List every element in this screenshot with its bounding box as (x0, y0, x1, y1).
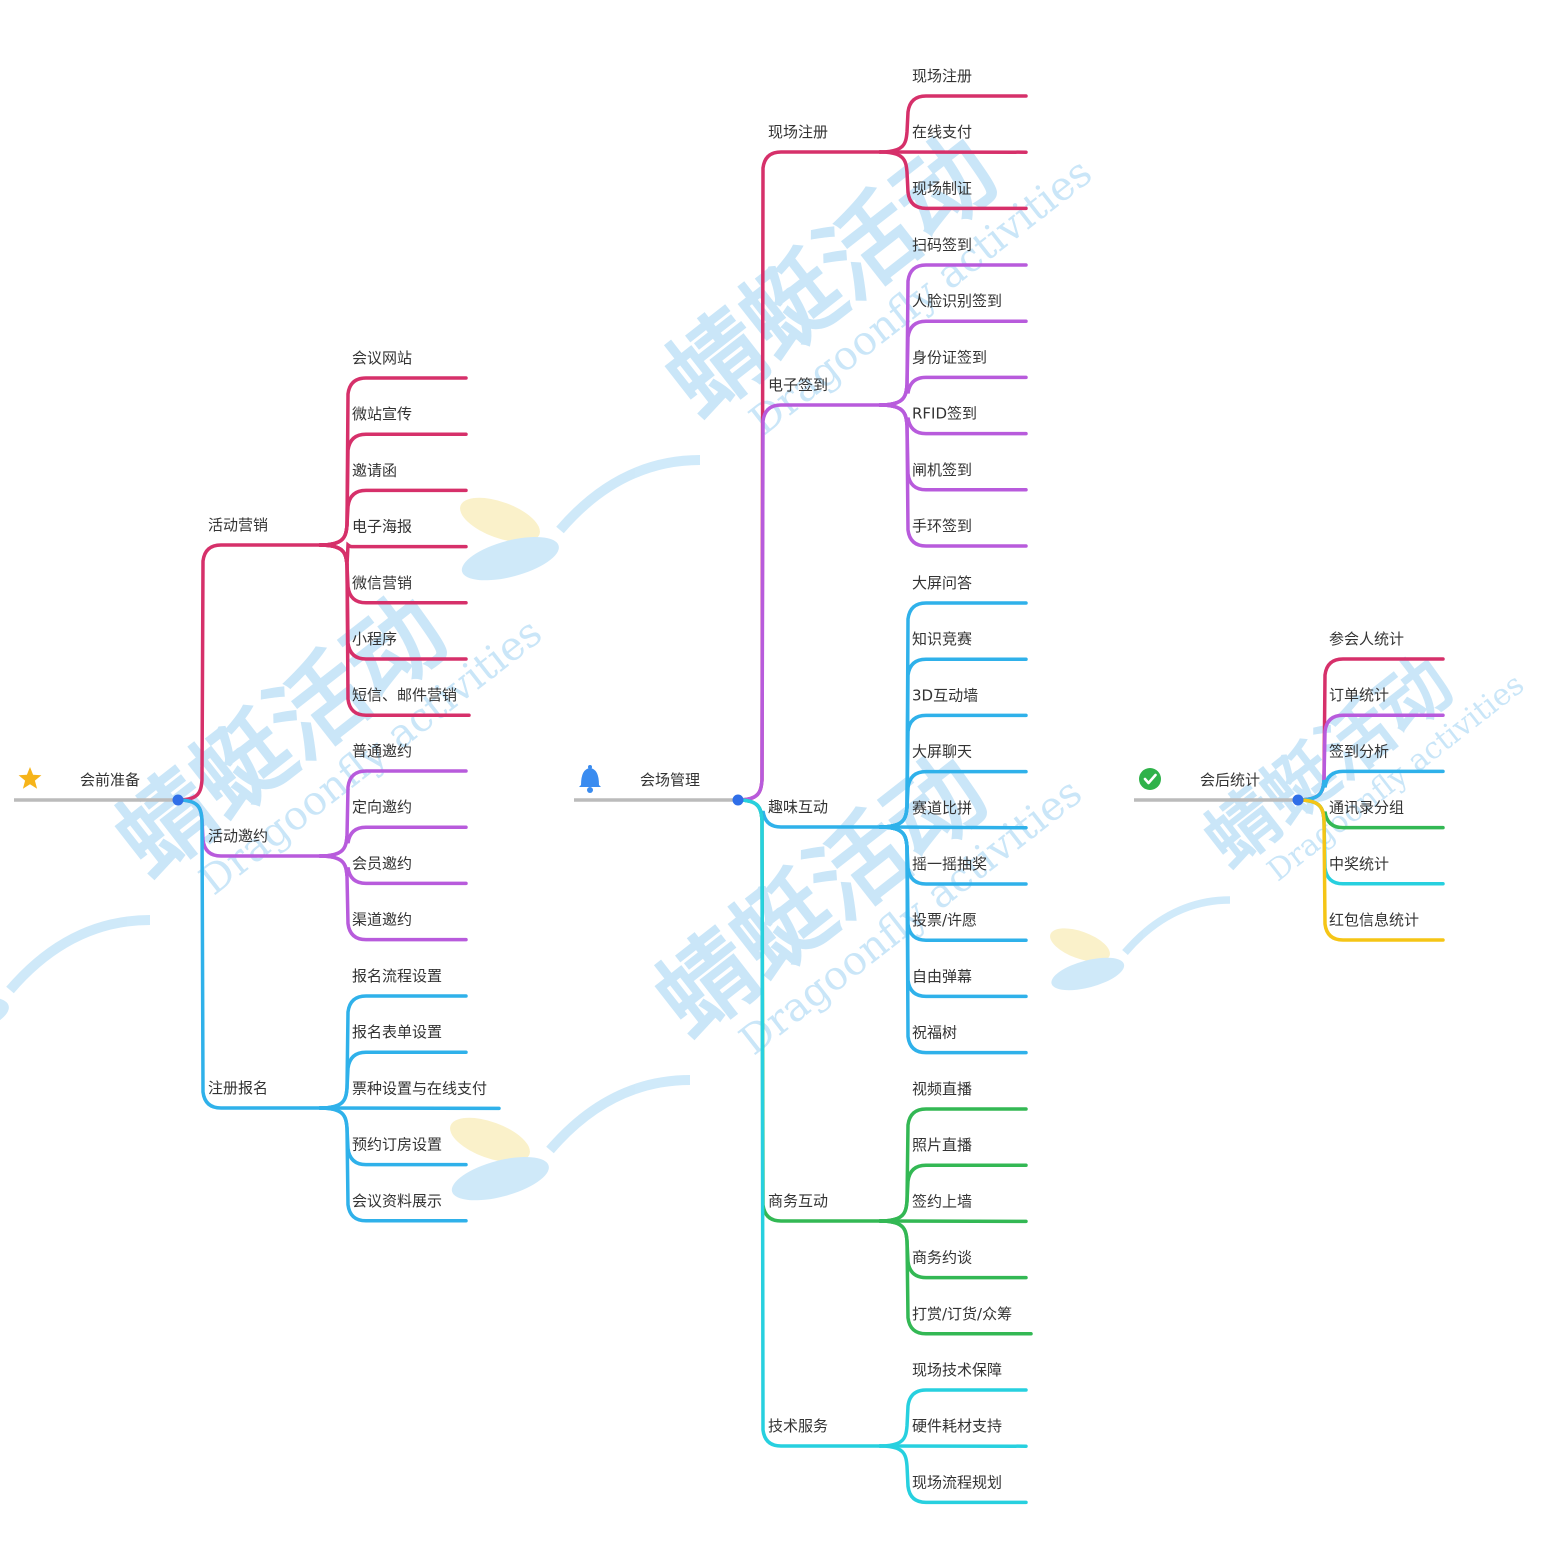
leaf-label[interactable]: 照片直播 (912, 1136, 972, 1154)
leaf-connector (878, 1388, 1028, 1448)
branch-connector (736, 798, 882, 1448)
leaf-label[interactable]: 参会人统计 (1329, 630, 1404, 648)
leaf-label[interactable]: 打赏/订货/众筹 (912, 1305, 1012, 1323)
leaf-connector (878, 825, 1028, 830)
leaf-label[interactable]: 3D互动墙 (912, 686, 978, 704)
leaf-connector (318, 1050, 468, 1110)
leaf-label[interactable]: 大屏聊天 (912, 743, 972, 761)
branch-connector (176, 798, 322, 1110)
leaf-label[interactable]: 摇一摇抽奖 (912, 855, 987, 873)
leaf-label[interactable]: 签到分析 (1329, 742, 1389, 760)
leaf-label[interactable]: 现场流程规划 (912, 1473, 1002, 1491)
branch-connector (736, 403, 882, 802)
root-node[interactable] (172, 794, 184, 806)
leaf-label[interactable]: 签约上墙 (912, 1192, 972, 1210)
leaf-label[interactable]: 邀请函 (352, 461, 397, 479)
leaf-label[interactable]: 手环签到 (912, 517, 972, 535)
root-title[interactable]: 会场管理 (640, 771, 700, 789)
leaf-label[interactable]: 现场技术保障 (912, 1361, 1002, 1379)
leaf-label[interactable]: 投票/许愿 (912, 911, 977, 929)
leaf-connector (318, 1106, 468, 1223)
connector-layer (14, 94, 1445, 1505)
leaf-label[interactable]: 现场注册 (912, 67, 972, 85)
branch-label[interactable]: 活动邀约 (208, 827, 268, 845)
leaf-label[interactable]: 微信营销 (352, 574, 412, 592)
leaf-connector (878, 1163, 1028, 1223)
leaf-label[interactable]: 订单统计 (1329, 686, 1389, 704)
root-title[interactable]: 会后统计 (1200, 771, 1260, 789)
leaf-label[interactable]: 短信、邮件营销 (352, 686, 457, 704)
branch-label[interactable]: 商务互动 (768, 1192, 828, 1210)
leaf-label[interactable]: 普通邀约 (352, 742, 412, 760)
leaf-label[interactable]: 渠道邀约 (352, 911, 412, 929)
leaf-connector (878, 94, 1028, 154)
leaf-label[interactable]: 知识竞赛 (912, 630, 972, 648)
leaf-label[interactable]: 赛道比拼 (912, 799, 972, 817)
leaf-label[interactable]: 闸机签到 (912, 461, 972, 479)
branch-label[interactable]: 技术服务 (768, 1417, 828, 1435)
leaf-connector (878, 150, 1028, 211)
leaf-label[interactable]: 会议资料展示 (352, 1192, 442, 1210)
leaf-label[interactable]: 大屏问答 (912, 574, 972, 592)
leaf-label[interactable]: 人脸识别签到 (912, 292, 1002, 310)
star-icon (18, 767, 42, 789)
check-circle-icon (1139, 768, 1161, 790)
leaf-label[interactable]: 票种设置与在线支付 (352, 1079, 487, 1097)
leaf-connector (878, 375, 1028, 407)
branch-connector (1296, 798, 1445, 942)
branch-connector (1296, 769, 1445, 802)
leaf-label[interactable]: 中奖统计 (1329, 855, 1389, 873)
leaf-label[interactable]: 小程序 (352, 630, 397, 648)
leaf-connector (878, 403, 1028, 548)
leaf-connector (318, 825, 468, 858)
leaf-label[interactable]: 祝福树 (912, 1024, 957, 1042)
root-node[interactable] (1292, 794, 1304, 806)
leaf-label[interactable]: 报名表单设置 (352, 1023, 442, 1041)
leaf-label[interactable]: 微站宣传 (352, 405, 412, 423)
branch-label[interactable]: 电子签到 (768, 376, 828, 394)
branch-label[interactable]: 活动营销 (208, 516, 268, 534)
leaf-label[interactable]: 电子海报 (352, 518, 412, 536)
leaf-label[interactable]: 报名流程设置 (352, 967, 442, 985)
leaf-label[interactable]: 通讯录分组 (1329, 799, 1404, 817)
branch-connector (176, 543, 322, 802)
root-title[interactable]: 会前准备 (80, 771, 140, 789)
root-node[interactable] (732, 794, 744, 806)
leaf-label[interactable]: 硬件耗材支持 (912, 1417, 1002, 1435)
leaf-label[interactable]: RFID签到 (912, 405, 977, 423)
leaf-connector (878, 825, 1028, 1055)
leaf-label[interactable]: 视频直播 (912, 1080, 972, 1098)
leaf-label[interactable]: 红包信息统计 (1329, 911, 1419, 929)
leaf-connector (318, 541, 468, 566)
branch-label[interactable]: 趣味互动 (768, 798, 828, 816)
leaf-label[interactable]: 扫码签到 (912, 236, 972, 254)
branch-label[interactable]: 注册报名 (208, 1079, 268, 1097)
leaf-label[interactable]: 会员邀约 (352, 854, 412, 872)
label-layer: 会前准备 活动营销 会议网站微站宣传邀请函电子海报微信营销小程序短信、邮件营销活动邀… (18, 67, 1419, 1491)
leaf-label[interactable]: 会议网站 (352, 349, 412, 367)
leaf-connector (318, 488, 468, 547)
leaf-label[interactable]: 自由弹幕 (912, 967, 972, 985)
branch-label[interactable]: 现场注册 (768, 123, 828, 141)
leaf-connector (318, 854, 468, 942)
leaf-label[interactable]: 现场制证 (912, 179, 972, 197)
leaf-label[interactable]: 商务约谈 (912, 1249, 972, 1267)
leaf-label[interactable]: 在线支付 (912, 123, 972, 141)
leaf-label[interactable]: 身份证签到 (912, 348, 987, 366)
leaf-connector (878, 1444, 1028, 1505)
leaf-connector (318, 543, 471, 717)
bell-icon (579, 765, 601, 793)
leaf-connector (878, 1219, 1033, 1336)
leaf-label[interactable]: 定向邀约 (352, 798, 412, 816)
leaf-label[interactable]: 预约订房设置 (352, 1136, 442, 1154)
leaf-connector (878, 769, 1028, 829)
